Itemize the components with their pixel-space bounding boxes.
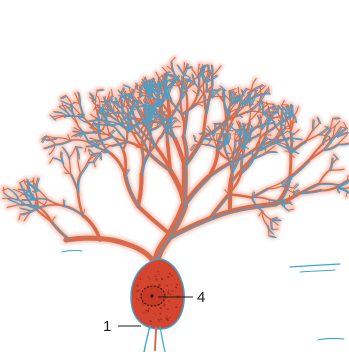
dendrite-segment [150, 133, 151, 152]
axon [144, 326, 165, 352]
stipple-dot [159, 313, 161, 315]
dendrite-segment [290, 153, 291, 178]
dendrite-outline-segment [314, 120, 315, 131]
stipple-dot [167, 308, 169, 310]
stipple-dot [155, 314, 156, 315]
stipple-dot [161, 278, 162, 279]
stipple-dot [142, 302, 144, 304]
stipple-dot [167, 291, 168, 292]
stipple-dot [169, 273, 171, 275]
dendrite-outline-segment [334, 119, 340, 120]
dendrite-segment [211, 65, 212, 77]
stipple-dot [164, 303, 165, 304]
stipple-dot [158, 320, 159, 321]
stipple-dot [169, 317, 170, 318]
stipple-dot [175, 286, 176, 287]
stipple-dot [136, 290, 138, 292]
stipple-dot [159, 274, 160, 275]
stipple-dot [138, 290, 140, 292]
stipple-dot [150, 284, 151, 285]
stipple-dot [176, 284, 178, 286]
stipple-dot [149, 278, 150, 279]
stipple-dot [175, 306, 177, 308]
stipple-dot [171, 275, 172, 276]
callout-label-nucleus: 4 [197, 289, 205, 306]
cell-body [131, 259, 184, 329]
stipple-dot [156, 276, 157, 277]
stipple-dot [138, 299, 139, 300]
dendrite-segment [313, 120, 314, 131]
stipple-dot [167, 298, 168, 299]
dendrite-outline-segment [64, 201, 65, 207]
stipple-dot [170, 294, 172, 296]
stipple-dot [167, 319, 169, 321]
stipple-dot [154, 276, 156, 278]
dendrite-outline-segment [141, 120, 147, 121]
stipple-dot [145, 312, 146, 313]
stipple-dot [166, 285, 168, 287]
stipple-dot [172, 290, 174, 292]
nucleolus [150, 294, 153, 297]
callout-label-cell-body-edge: 1 [103, 318, 111, 335]
stipple-dot [171, 284, 172, 285]
stipple-dot [142, 305, 143, 306]
stipple-dot [150, 320, 152, 322]
stipple-dot [136, 298, 138, 300]
stipple-dot [166, 315, 167, 316]
dendrite-segment [138, 206, 170, 234]
stipple-dot [140, 278, 142, 280]
stipple-dot [160, 307, 162, 309]
stipple-dot [155, 279, 156, 280]
stipple-dot [143, 312, 144, 313]
stipple-dot [158, 319, 160, 321]
dendrite-outline-segment [101, 154, 102, 160]
dendrite-outline-segment [151, 115, 152, 131]
stipple-dot [156, 280, 157, 281]
dendrite-segment [63, 200, 64, 206]
dendrite-outline-segment [272, 220, 281, 221]
stipple-dot [168, 300, 170, 302]
stipple-dot [153, 313, 154, 314]
stipple-dot [156, 278, 158, 280]
stipple-dot [136, 285, 138, 287]
stipple-dot [168, 290, 169, 291]
stipple-dot [146, 310, 148, 312]
stipple-dot [158, 284, 160, 286]
stipple-dot [160, 319, 162, 321]
dendrite-outline-segment [241, 123, 242, 133]
stipple-dot [167, 276, 169, 278]
dendrite-segment [290, 196, 291, 202]
stipple-dot [158, 271, 160, 273]
dendrite-outline-segment [164, 115, 165, 121]
dendrite-outline-segment [91, 141, 100, 142]
stipple-dot [148, 308, 150, 310]
stipple-dot [148, 276, 149, 277]
dendrite-outline-segment [213, 66, 214, 78]
stipple-dot [167, 292, 169, 294]
stipple-dot [148, 311, 149, 312]
